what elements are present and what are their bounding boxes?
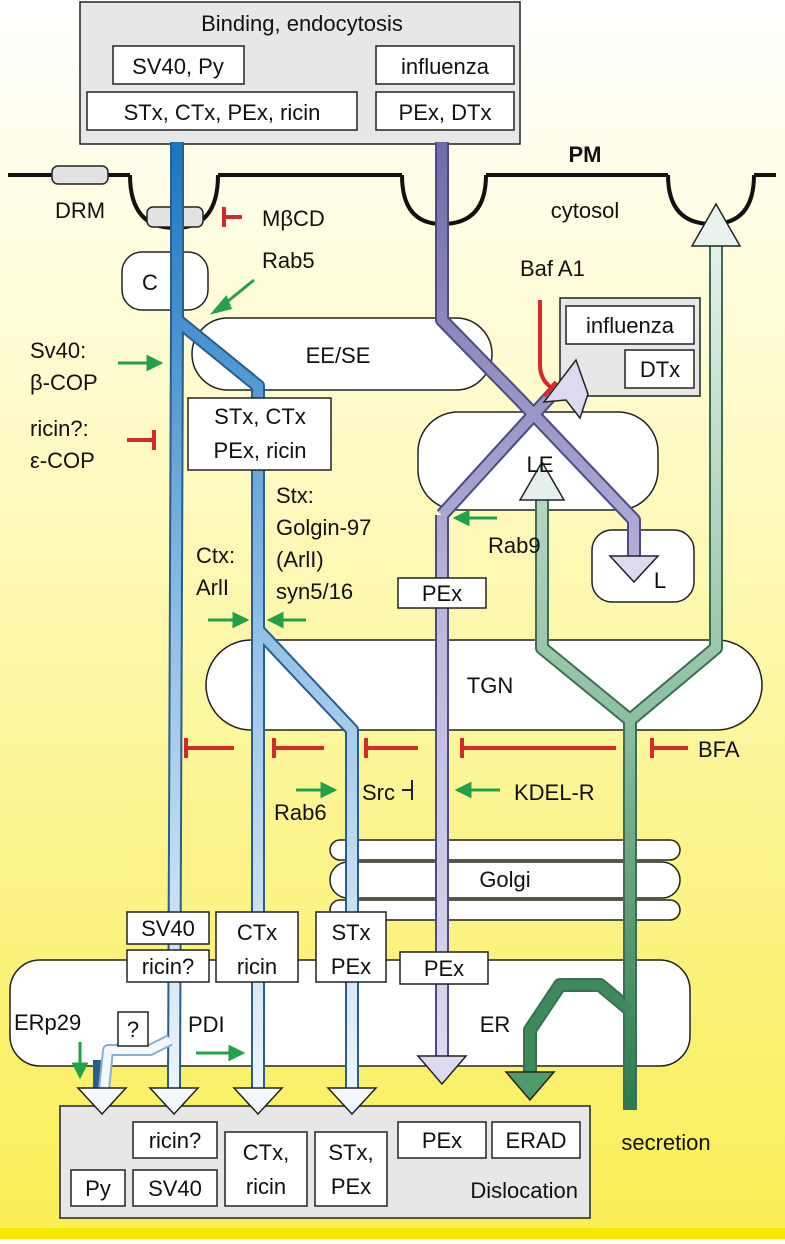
- pm-label: PM: [569, 142, 602, 167]
- pex-ricin-mid-label: PEx, ricin: [214, 438, 307, 463]
- mbcd-label: MβCD: [262, 206, 325, 231]
- ctx-bottom-label: CTx,: [243, 1140, 289, 1165]
- golgi-label: Golgi: [479, 867, 530, 892]
- le-label: LE: [527, 452, 554, 477]
- stx-ctx-mid-label: STx, CTx: [214, 404, 306, 429]
- ricin-bottom-label: ricin: [246, 1174, 286, 1199]
- influenza-mid-label: influenza: [586, 313, 675, 338]
- erad-label: ERAD: [505, 1128, 566, 1153]
- inhibitor-symbols: [127, 207, 688, 758]
- stx-regulator-line1: Stx:: [276, 483, 314, 508]
- ricin-regulator-line1: ricin?:: [30, 416, 89, 441]
- ctx-er-label: CTx: [237, 920, 277, 945]
- l-label: L: [654, 568, 666, 593]
- sv40-er-label: SV40: [141, 916, 195, 941]
- stx-bottom-label: STx,: [328, 1140, 373, 1165]
- label-boxes: [70, 45, 695, 1207]
- ctx-regulator-line1: Ctx:: [196, 543, 235, 568]
- pex-le-label: PEx: [422, 581, 462, 606]
- c-label: C: [142, 270, 158, 295]
- sv40-regulator-line1: Sv40:: [30, 338, 86, 363]
- kdel-r-label: KDEL-R: [514, 780, 595, 805]
- stx-regulator-line2: Golgin-97: [276, 515, 371, 540]
- stx-regulator-line3: (ArlI): [276, 547, 324, 572]
- blue-arrowheads: [76, 1087, 378, 1116]
- dislocation-label: Dislocation: [470, 1178, 578, 1203]
- sv40-py-label: SV40, Py: [132, 54, 224, 79]
- sv40-bottom-label: SV40: [148, 1176, 202, 1201]
- purple-arrowheads: [416, 358, 660, 1086]
- green-arrowheads: [504, 202, 742, 1102]
- bottom-band: [0, 1228, 785, 1239]
- drm-raft: [51, 165, 109, 185]
- er-label: ER: [480, 1012, 511, 1037]
- rab9-label: Rab9: [488, 533, 541, 558]
- drm-label: DRM: [55, 198, 105, 223]
- src-inhibition-mark: [402, 780, 413, 800]
- pdi-label: PDI: [188, 1012, 225, 1037]
- pex-dtx-label: PEx, DTx: [399, 100, 492, 125]
- baf-a1-label: Baf A1: [520, 256, 585, 281]
- compartment-c: [121, 251, 209, 311]
- compartment-ee-se: [191, 317, 493, 391]
- pex-er-label-2: PEx: [424, 956, 464, 981]
- sv40-regulator-line2: β-COP: [30, 370, 98, 395]
- cytosol-label: cytosol: [551, 198, 619, 223]
- rab6-label: Rab6: [274, 800, 327, 825]
- pex-bottom-label: PEx: [331, 1174, 371, 1199]
- py-bottom-label: Py: [85, 1176, 111, 1201]
- pex-er-label: PEx: [331, 954, 371, 979]
- ctx-regulator-line2: ArlI: [196, 575, 229, 600]
- influenza-top-label: influenza: [401, 54, 490, 79]
- dtx-label: DTx: [640, 357, 680, 382]
- activator-arrows: [71, 278, 500, 1080]
- src-label: Src: [362, 780, 395, 805]
- pex-bottom-label-2: PEx: [422, 1128, 462, 1153]
- question-label: ?: [127, 1017, 139, 1042]
- bfa-label: BFA: [698, 737, 740, 762]
- golgi-stack: [329, 839, 681, 921]
- ricin-regulator-line2: ε-COP: [30, 448, 95, 473]
- tgn-label: TGN: [467, 673, 513, 698]
- stx-regulator-line4: syn5/16: [276, 579, 353, 604]
- secretion-label: secretion: [621, 1130, 710, 1155]
- blue-pathway: [93, 142, 359, 1091]
- rab5-label: Rab5: [262, 248, 315, 273]
- erp29-label: ERp29: [14, 1010, 81, 1035]
- ee-se-label: EE/SE: [306, 343, 371, 368]
- stx-er-label: STx: [331, 920, 370, 945]
- stx-ctx-pex-ricin-label: STx, CTx, PEx, ricin: [124, 100, 321, 125]
- binding-endocytosis-title: Binding, endocytosis: [201, 11, 403, 36]
- ricin-er-label: ricin: [237, 954, 277, 979]
- ricin-q-er-label: ricin?: [142, 954, 195, 979]
- ricin-q-bottom-label: ricin?: [149, 1128, 202, 1153]
- green-pathway: [523, 240, 723, 1110]
